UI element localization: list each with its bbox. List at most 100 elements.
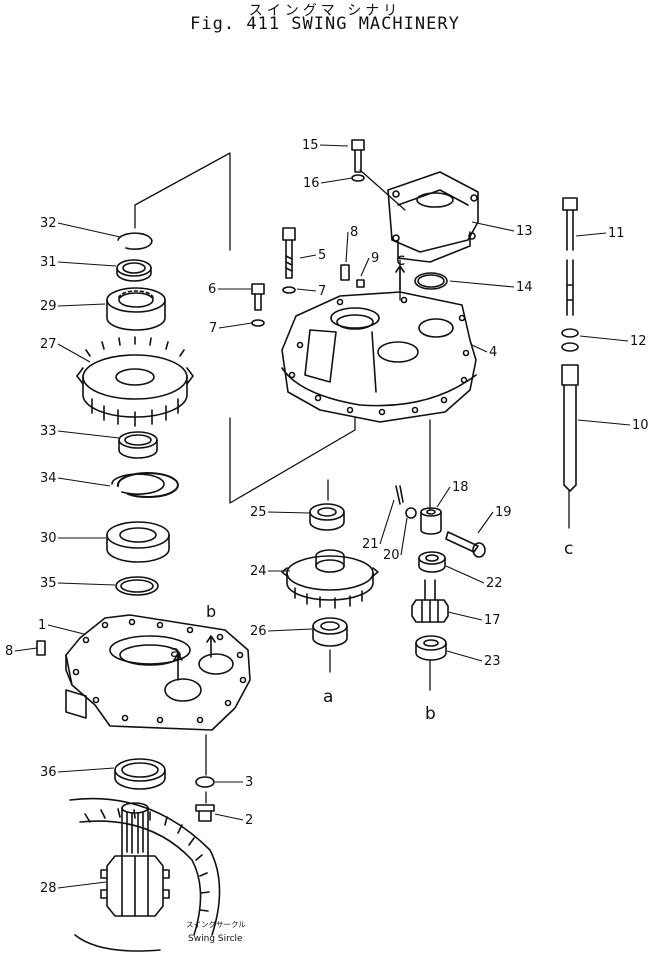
callout-label: 17 bbox=[484, 613, 501, 628]
callout-label: 21 bbox=[362, 537, 379, 552]
callout-label: 22 bbox=[486, 576, 503, 591]
callout-label: 27 bbox=[40, 337, 57, 352]
callout-label: 36 bbox=[40, 765, 57, 780]
part-pinion-17 bbox=[411, 579, 449, 623]
callout-label: b bbox=[206, 602, 216, 621]
leader-line bbox=[267, 511, 310, 514]
callout-label: 29 bbox=[40, 299, 57, 314]
part-washer-20 bbox=[405, 507, 417, 519]
callout-label: 34 bbox=[40, 471, 57, 486]
part-snapring-34 bbox=[116, 472, 179, 499]
callout-label: 24 bbox=[250, 564, 267, 579]
part-seal-36 bbox=[114, 758, 166, 790]
part-case-4 bbox=[281, 291, 477, 423]
leader-line bbox=[471, 344, 488, 353]
part-bearing-29 bbox=[106, 287, 166, 331]
ring-label-jp: スイングサークル bbox=[186, 919, 246, 929]
part-bolt-15 bbox=[351, 139, 365, 173]
callout-label: 15 bbox=[302, 138, 319, 153]
leader-line bbox=[575, 232, 607, 237]
part-gear-24 bbox=[281, 549, 379, 609]
leader-line bbox=[579, 335, 629, 342]
part-washer-7b bbox=[251, 319, 265, 327]
leader-line bbox=[218, 322, 253, 329]
connection-marker-a: a bbox=[323, 687, 333, 707]
part-oring-14 bbox=[414, 272, 448, 290]
callout-label: 8 bbox=[5, 644, 13, 659]
callout-label: 13 bbox=[516, 224, 533, 239]
leader-line bbox=[267, 628, 313, 632]
leader-line bbox=[57, 477, 111, 487]
part-snapring-32 bbox=[117, 232, 153, 250]
part-bushing-18 bbox=[420, 507, 442, 535]
leader-line bbox=[471, 221, 515, 232]
leader-line bbox=[449, 280, 515, 288]
callout-label: 7 bbox=[209, 321, 217, 336]
assembly-guide-lines bbox=[134, 152, 570, 804]
part-bearing-30 bbox=[106, 521, 170, 563]
callout-label: 1 bbox=[38, 618, 46, 633]
connection-marker-c: c bbox=[564, 539, 573, 559]
part-sleeve-33 bbox=[118, 431, 158, 459]
leader-line bbox=[299, 254, 317, 259]
part-bearing-26 bbox=[312, 617, 348, 647]
swing-circle-ring bbox=[69, 797, 221, 952]
part-washer-16 bbox=[351, 174, 365, 182]
part-washer-7a bbox=[282, 286, 296, 294]
leader-line bbox=[57, 881, 107, 889]
callout-label: 11 bbox=[608, 226, 625, 241]
leader-line bbox=[47, 624, 85, 635]
leader-line bbox=[14, 647, 38, 652]
leader-line bbox=[57, 222, 121, 238]
callout-label: 2 bbox=[245, 813, 253, 828]
callout-label: 28 bbox=[40, 881, 57, 896]
part-pin-8-right bbox=[340, 264, 350, 281]
leader-line bbox=[57, 767, 115, 773]
part-pin-21 bbox=[395, 485, 404, 505]
leader-line bbox=[296, 288, 317, 292]
leader-line bbox=[214, 813, 244, 821]
callout-label: 35 bbox=[40, 576, 57, 591]
part-pin-19 bbox=[445, 531, 486, 558]
leader-line bbox=[319, 144, 349, 147]
leader-line bbox=[360, 257, 370, 277]
leader-line bbox=[447, 611, 483, 621]
callout-label: 19 bbox=[495, 505, 512, 520]
callout-label: 6 bbox=[208, 282, 216, 297]
part-bearing-22 bbox=[418, 551, 446, 573]
callout-label: 33 bbox=[40, 424, 57, 439]
leader-line bbox=[345, 231, 349, 263]
callout-label: 18 bbox=[452, 480, 469, 495]
part-oring-3 bbox=[195, 776, 215, 788]
callout-label: 20 bbox=[383, 548, 400, 563]
leader-line bbox=[477, 511, 494, 534]
part-gear-27 bbox=[76, 336, 194, 427]
part-bolt-6 bbox=[251, 283, 265, 311]
part-oring-12b bbox=[561, 342, 579, 352]
part-bolt-5 bbox=[282, 227, 296, 279]
part-oring-12a bbox=[561, 328, 579, 338]
callout-label: 5 bbox=[318, 248, 326, 263]
part-plug-2 bbox=[195, 804, 215, 822]
title-japanese: スイングマ シナリ bbox=[248, 3, 402, 19]
callout-label: 26 bbox=[250, 624, 267, 639]
callout-label: 4 bbox=[489, 345, 497, 360]
leader-line bbox=[57, 343, 91, 363]
callout-label: 32 bbox=[40, 216, 57, 231]
callout-label: 30 bbox=[40, 531, 57, 546]
callout-label: 25 bbox=[250, 505, 267, 520]
part-dipstick-11 bbox=[562, 197, 578, 316]
connection-marker-b: b bbox=[425, 704, 436, 724]
callout-label: 14 bbox=[516, 280, 533, 295]
leader-line bbox=[320, 177, 353, 184]
leader-line bbox=[577, 419, 631, 426]
callout-label: 3 bbox=[245, 775, 253, 790]
arrow-c-top bbox=[395, 265, 405, 291]
part-plug-9 bbox=[356, 279, 365, 288]
part-pin-8-left bbox=[36, 640, 46, 656]
callout-label: 7 bbox=[318, 284, 326, 299]
part-bearing-25 bbox=[309, 503, 345, 531]
leader-line bbox=[379, 499, 395, 545]
